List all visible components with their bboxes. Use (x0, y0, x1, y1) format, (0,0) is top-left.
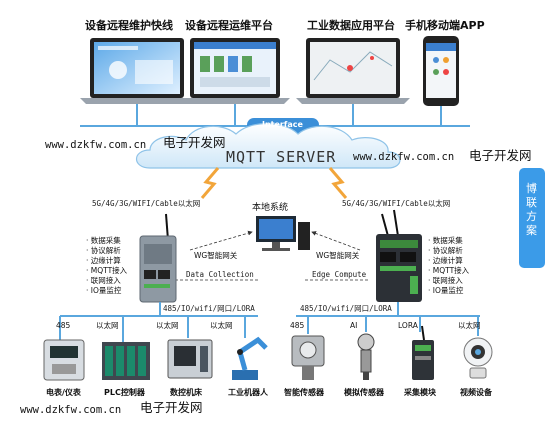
watermark-text-2: 电子开发网 (469, 148, 532, 163)
right-link-label-1: 485 (290, 321, 305, 330)
right-link-label-4: 以太网 (458, 321, 481, 330)
device-label-robot: 工业机器人 (228, 388, 268, 397)
side-tab[interactable]: 博联方案 (519, 168, 545, 268)
mqtt-server-label: MQTT SERVER (226, 148, 337, 166)
right-downlink-label: 485/IO/wifi/网口/LORA (300, 304, 392, 313)
local-system-label: 本地系统 (252, 203, 289, 213)
device-label-cnc: 数控机床 (170, 388, 202, 397)
watermark-domain-1: www.dzkfw.com.cn (45, 139, 147, 151)
watermark-text-1: 电子开发网 (163, 135, 226, 150)
interface-label: Interface (262, 120, 303, 129)
side-tab-label: 博联方案 (526, 182, 538, 237)
industrial-robot-icon (232, 336, 268, 380)
platform-title-1: 设备远程维护快线 (85, 19, 173, 32)
platform-title-3: 工业数据应用平台 (307, 19, 395, 32)
analog-sensor-icon (357, 333, 375, 380)
video-camera-icon (463, 337, 493, 379)
meter-icon (43, 339, 85, 381)
device-label-meter: 电表/仪表 (46, 388, 81, 397)
device-label-video: 视频设备 (460, 388, 492, 397)
right-uplink-label: 5G/4G/3G/WIFI/Cable以太网 (342, 199, 451, 208)
platform-title-2: 设备远程运维平台 (185, 19, 273, 32)
left-link-label-2: 以太网 (96, 321, 119, 330)
left-flow-label: Data Collection (186, 270, 254, 279)
device-label-plc: PLC控制器 (104, 388, 145, 397)
left-link-label-4: 以太网 (210, 321, 233, 330)
acquisition-module-icon (412, 325, 434, 380)
laptop-icon-2 (180, 38, 290, 104)
left-gateway-name: WG智能网关 (194, 251, 238, 260)
device-label-analog-sensor: 模拟传感器 (344, 388, 384, 397)
cnc-machine-icon (167, 339, 213, 379)
left-downlink-label: 485/IO/wifi/网口/LORA (163, 304, 255, 313)
device-label-module: 采集模块 (404, 388, 436, 397)
watermark-text-3: 电子开发网 (140, 400, 203, 415)
right-link-label-2: AI (350, 321, 358, 330)
right-link-label-3: LORA (398, 321, 418, 330)
right-flow-label: Edge Compute (312, 270, 367, 279)
local-pc-icon (256, 216, 310, 251)
plc-controller-icon (102, 342, 150, 380)
platform-title-4: 手机移动端APP (405, 19, 485, 32)
smart-sensor-icon (291, 335, 325, 380)
left-gateway-device (139, 213, 177, 303)
left-feature-list: · 数据采集 · 协议解析 · 边缘计算 · MQTT接入 · 联网接入 · I… (86, 236, 128, 295)
mqtt-cloud (135, 123, 401, 169)
laptop-icon-1 (80, 38, 194, 104)
device-label-smart-sensor: 智能传感器 (284, 388, 324, 397)
laptop-icon-3 (296, 38, 410, 104)
downlink-bus (59, 302, 480, 342)
left-link-label-3: 以太网 (156, 321, 179, 330)
watermark-domain-3: www.dzkfw.com.cn (20, 404, 122, 416)
smartphone-icon (423, 36, 459, 106)
left-uplink-label: 5G/4G/3G/WIFI/Cable以太网 (92, 199, 201, 208)
watermark-domain-2: www.dzkfw.com.cn (353, 151, 455, 163)
left-link-label-1: 485 (56, 321, 71, 330)
right-gateway-device (376, 209, 422, 302)
right-gateway-name: WG智能网关 (316, 251, 360, 260)
right-feature-list: · 数据采集 · 协议解析 · 边缘计算 · MQTT接入 · 联网接入 · I… (428, 236, 470, 295)
